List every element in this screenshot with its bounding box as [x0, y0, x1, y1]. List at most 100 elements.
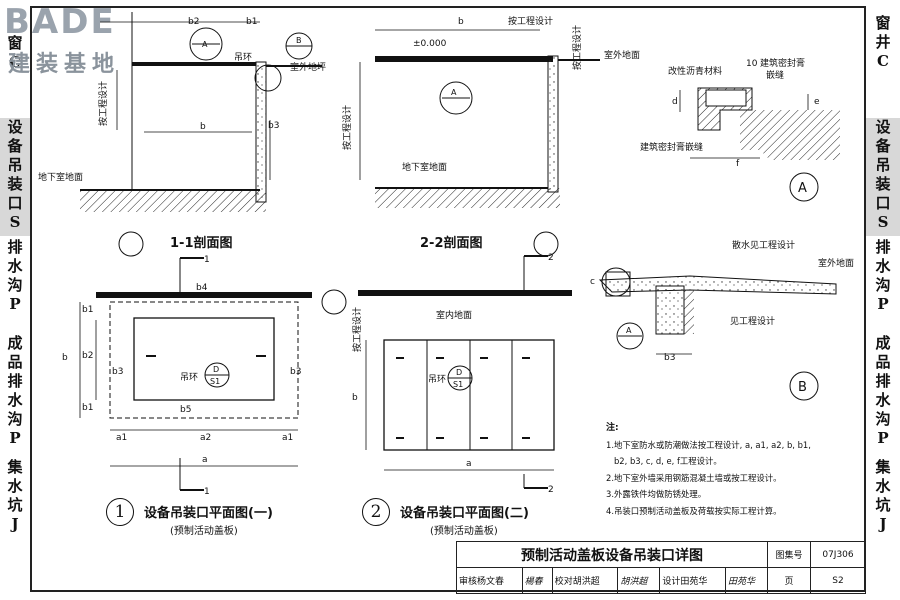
- s11-design-vertical: 按工程设计: [97, 81, 109, 126]
- left-tab-sump-pit[interactable]: 集 水 坑 J: [0, 458, 30, 542]
- detail-A-tag: A: [798, 181, 807, 196]
- left-tab-hoist-opening[interactable]: 设 备 吊 装 口 S: [0, 118, 30, 236]
- plan-2: [321, 255, 572, 489]
- right-tab-column: 窗 井 C 设 备 吊 装 口 S 排 水 沟 P 成 品 排 水 沟 P 集 …: [866, 6, 900, 592]
- detail-A-dim-d: d: [672, 97, 678, 107]
- detail-B-callout-A: A: [626, 326, 632, 335]
- atlas-label: 图集号: [767, 541, 811, 568]
- plan1-dim-b3-left: b3: [112, 367, 123, 377]
- detail-A-mat2b: 嵌缝: [766, 69, 784, 81]
- s11-dim-b3: b3: [268, 121, 279, 131]
- detail-B-tag: B: [798, 380, 807, 395]
- s11-dim-b1: b1: [246, 17, 257, 27]
- page-number: S2: [810, 567, 866, 594]
- s22-design-vertical-2: 按工程设计: [571, 25, 583, 70]
- plan1-number-circle: 1: [106, 498, 134, 526]
- detail-A-dim-f: f: [736, 159, 740, 169]
- plan2-indoor-label: 室内地面: [436, 309, 472, 321]
- plan2-design-vertical: 按工程设计: [351, 307, 363, 352]
- right-tab-drain-label: 排 水 沟 P: [875, 238, 891, 313]
- left-tab-column: 窗 C 设 备 吊 装 口 S 排 水 沟 P 成 品 排 水 沟 P 集 水 …: [0, 6, 30, 592]
- reviewer-name: 杨文春: [477, 577, 505, 587]
- left-tab-sump-label: 集 水 坑 J: [7, 458, 23, 533]
- checker-signature: 胡洪超: [617, 567, 661, 594]
- s22-outdoor-label: 室外地面: [604, 49, 640, 61]
- notes-block: 注: 1.地下室防水或防潮做法按工程设计, a, a1, a2, b, b1, …: [606, 420, 864, 519]
- plan2-number-circle: 2: [362, 498, 390, 526]
- detail-B-label2: 室外地面: [818, 257, 854, 269]
- section-1-1-ref-circle: [118, 231, 144, 257]
- detail-B: [598, 267, 837, 401]
- atlas-number: 07J306: [810, 541, 866, 568]
- s11-callout-B: B: [296, 36, 302, 45]
- plan1-title: 设备吊装口平面图(一): [144, 506, 273, 521]
- right-tab-sump-pit[interactable]: 集 水 坑 J: [866, 458, 900, 542]
- checker-name: 胡洪超: [572, 577, 600, 587]
- title-block: 预制活动盖板设备吊装口详图 图集号 07J306 审核杨文春 楊春 校对胡洪超 …: [456, 541, 866, 594]
- check-label: 校对: [554, 577, 573, 587]
- detail-A-mat3: 建筑密封膏嵌缝: [640, 141, 703, 153]
- section-1-1-title: 1-1剖面图: [170, 236, 233, 251]
- design-label: 设计: [662, 577, 681, 587]
- plan1-dim-b1-bottom: b1: [82, 403, 93, 413]
- detail-B-dim-c: c: [590, 277, 595, 287]
- detail-A-mat2: 建筑密封膏: [760, 57, 805, 69]
- plan1-dim-b2: b2: [82, 351, 93, 361]
- page-label: 页: [767, 567, 811, 594]
- plan1-dim-a: a: [202, 455, 208, 465]
- plan1-dim-b4: b4: [196, 283, 208, 293]
- plan2-cut-top: 2: [548, 253, 554, 263]
- plan1-dim-b3-right: b3: [290, 367, 301, 377]
- plan1-cut-bottom: 1: [204, 487, 210, 497]
- plan1-dref-bot: S1: [210, 377, 220, 386]
- plan1-dim-a1-right: a1: [282, 433, 293, 443]
- right-tab-sump-label: 集 水 坑 J: [875, 458, 891, 533]
- reviewer-signature: 楊春: [521, 567, 553, 594]
- s11-outdoor-label: 室外地坪: [290, 61, 326, 73]
- detail-A: [679, 87, 840, 202]
- plan1-subtitle: (预制活动盖板): [170, 526, 238, 537]
- detail-A-dim-e: e: [814, 97, 820, 107]
- notes-heading: 注:: [606, 423, 619, 433]
- plan1-dref-top: D: [213, 365, 219, 374]
- drawing-frame: [30, 6, 866, 592]
- callout-A-icon: [189, 27, 223, 61]
- brand-logo-mark: BADE: [4, 2, 116, 42]
- note-2: 2.地下室外墙采用钢筋混凝土墙或按工程设计。: [606, 472, 782, 483]
- left-tab-drain-label: 排 水 沟 P: [7, 238, 23, 313]
- s22-dim-b: b: [458, 17, 464, 27]
- plan2-cut-bottom: 2: [548, 485, 554, 495]
- s11-dim-b2: b2: [188, 17, 199, 27]
- right-tab-window-well[interactable]: 窗 井 C: [866, 14, 900, 76]
- s11-callout-A: A: [202, 40, 208, 49]
- right-tab-hoist-opening[interactable]: 设 备 吊 装 口 S: [866, 118, 900, 236]
- note-4: 4.吊装口预制活动盖板及荷载按实际工程计算。: [606, 505, 782, 516]
- left-tab-drain-ditch[interactable]: 排 水 沟 P: [0, 238, 30, 318]
- detail-B-label3: 见工程设计: [730, 315, 775, 327]
- designer-name: 田苑华: [680, 577, 708, 587]
- s11-dim-b: b: [200, 122, 206, 132]
- left-tab-window[interactable]: 窗 C: [0, 34, 30, 74]
- plan1-dim-b5: b5: [180, 405, 191, 415]
- left-tab-hoist-label: 设 备 吊 装 口 S: [7, 118, 23, 231]
- plan1-dim-a1-left: a1: [116, 433, 127, 443]
- note-1: 1.地下室防水或防潮做法按工程设计, a, a1, a2, b, b1,: [606, 439, 811, 450]
- note-3: 3.外露铁件均做防锈处理。: [606, 489, 707, 499]
- brand-logo-cn: 建装基地: [8, 52, 121, 77]
- review-label: 审核: [459, 577, 478, 587]
- s22-basement-label: 地下室地面: [402, 161, 447, 173]
- section-1-1: [80, 12, 322, 257]
- right-tab-drain-ditch[interactable]: 排 水 沟 P: [866, 238, 900, 318]
- plan2-title: 设备吊装口平面图(二): [400, 506, 529, 521]
- right-tab-hoist-label: 设 备 吊 装 口 S: [875, 118, 891, 231]
- detail-A-dim-10: 10: [746, 59, 758, 69]
- section-2-2: [359, 29, 600, 257]
- right-tab-window-label: 窗 井 C: [875, 14, 891, 70]
- plan1-dim-b1-top: b1: [82, 305, 93, 315]
- right-tab-prefab-ditch[interactable]: 成 品 排 水 沟 P: [866, 334, 900, 452]
- left-tab-prefab-ditch[interactable]: 成 品 排 水 沟 P: [0, 334, 30, 452]
- s22-callout-A: A: [451, 88, 457, 97]
- plan2-dim-a: a: [466, 459, 472, 469]
